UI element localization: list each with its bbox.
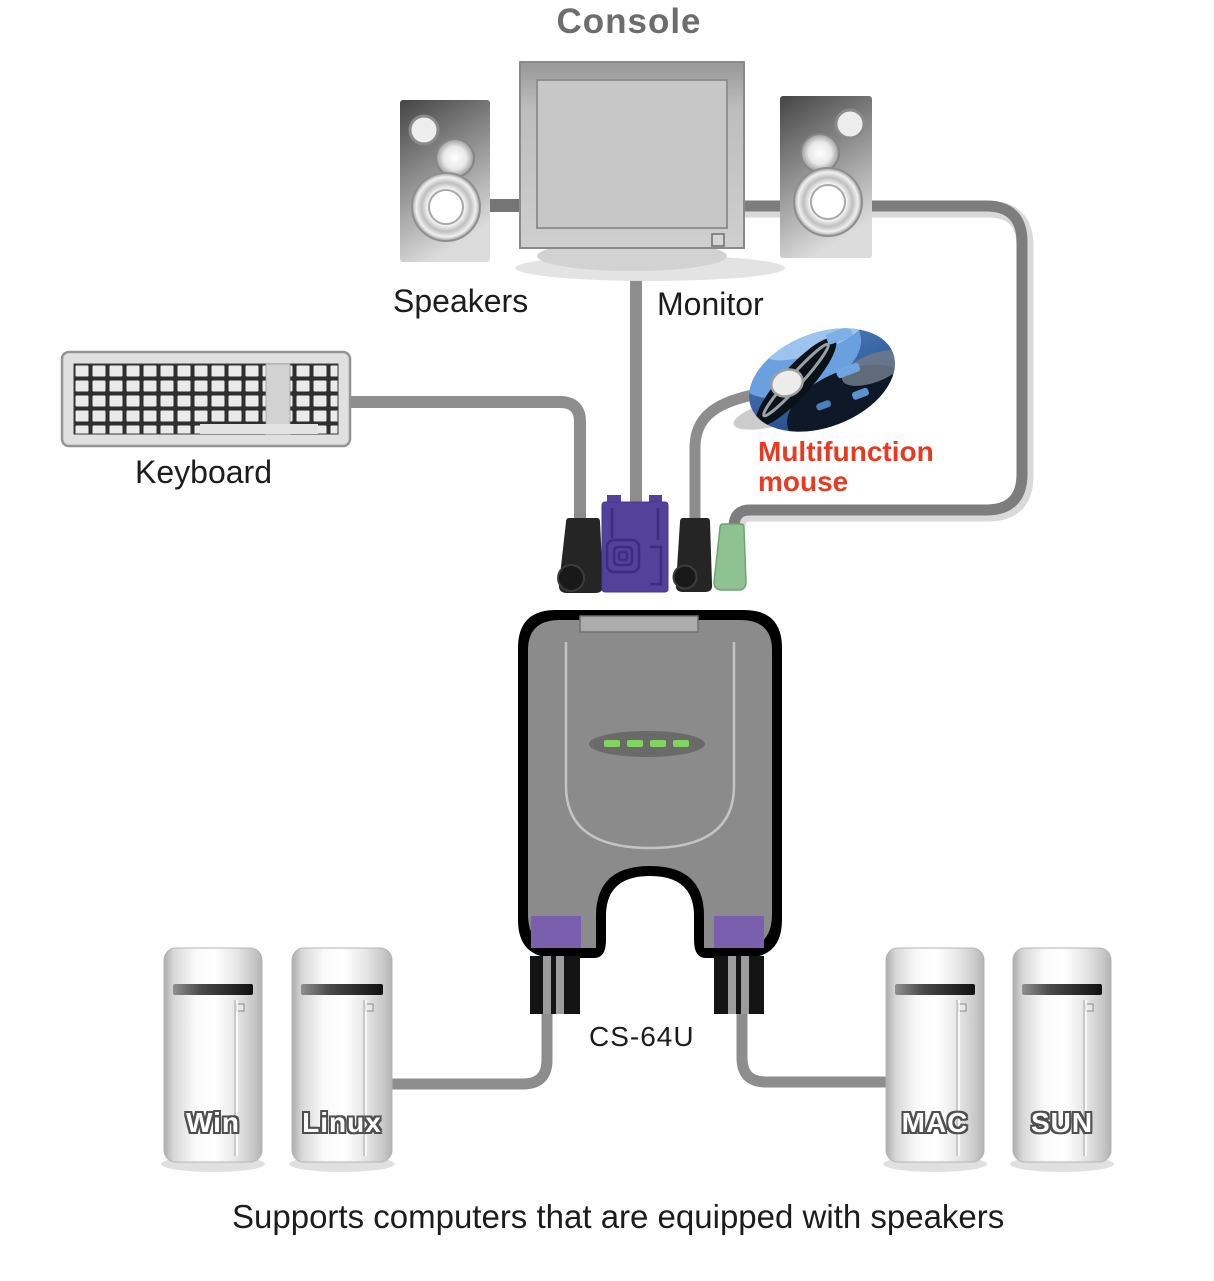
win-label: Win <box>185 1107 241 1138</box>
mac-label: MAC <box>901 1107 969 1138</box>
keyboard-graphic <box>60 350 352 448</box>
right-speaker <box>780 96 872 258</box>
mouse-label-line2: mouse <box>758 466 849 497</box>
left-woofer-cone <box>428 189 464 225</box>
tower-linux <box>289 947 395 1172</box>
led-4 <box>673 740 689 747</box>
tower-drive-slot <box>173 984 253 995</box>
computers-graphic <box>161 947 1114 1172</box>
monitor-graphic <box>515 61 785 281</box>
kvm-left-foot <box>531 916 581 948</box>
tower-mac <box>883 947 987 1172</box>
kvm-model-label: CS-64U <box>589 1021 695 1052</box>
speakers-label: Speakers <box>393 283 529 319</box>
kvm-to-linux-cable <box>392 1010 553 1090</box>
keyboard-label: Keyboard <box>135 454 272 490</box>
left-tweeter <box>408 114 440 146</box>
kvm-led-panel <box>589 731 705 757</box>
left-speaker <box>400 100 490 262</box>
kvm-switch <box>518 610 782 1014</box>
tower-drive-slot <box>1022 984 1102 995</box>
tower-win <box>161 947 265 1172</box>
mouse-label: Multifunction mouse <box>758 437 934 497</box>
vga-plug <box>601 495 669 593</box>
caption: Supports computers that are equipped wit… <box>232 1198 1005 1235</box>
console-plugs <box>557 495 747 593</box>
monitor-power-button <box>711 233 725 247</box>
kvm-top-port-bar <box>579 615 699 633</box>
left-midrange <box>435 138 475 178</box>
tower-drive-slot <box>301 984 383 995</box>
mouse-label-line1: Multifunction <box>758 436 934 467</box>
keyboard-plug <box>557 518 604 593</box>
led-3 <box>650 740 666 747</box>
linux-label: Linux <box>302 1107 382 1138</box>
monitor-screen <box>536 79 728 229</box>
kvm-cable-bundles <box>530 956 764 1014</box>
mouse-plug <box>672 518 713 592</box>
led-2 <box>627 740 643 747</box>
vga-plug-details <box>605 508 663 586</box>
tower-sun <box>1010 947 1114 1172</box>
port-leds <box>604 740 689 747</box>
speaker-audio-cable <box>728 200 1028 528</box>
cables <box>348 199 1034 1090</box>
led-1 <box>604 740 620 747</box>
tower-drive-slot <box>895 984 975 995</box>
right-woofer-cone <box>810 184 846 220</box>
kvm-panel-line <box>564 642 736 850</box>
right-midrange <box>800 133 840 173</box>
keyboard-divider <box>265 363 291 435</box>
right-tweeter <box>834 108 866 140</box>
monitor-label: Monitor <box>657 286 764 322</box>
kvm-body <box>528 620 772 948</box>
keyboard-spacebar <box>200 424 318 434</box>
keyboard-cable <box>348 396 586 520</box>
kvm-right-foot <box>714 916 764 948</box>
console-title: Console <box>556 2 702 41</box>
left-speaker-link-cable <box>486 199 526 212</box>
kvm-to-mac-cable <box>736 1010 890 1088</box>
audio-plug <box>713 523 747 591</box>
keyboard-keys <box>73 363 339 435</box>
sun-label: SUN <box>1030 1107 1094 1138</box>
mouse-scroll-wheel <box>770 368 804 398</box>
